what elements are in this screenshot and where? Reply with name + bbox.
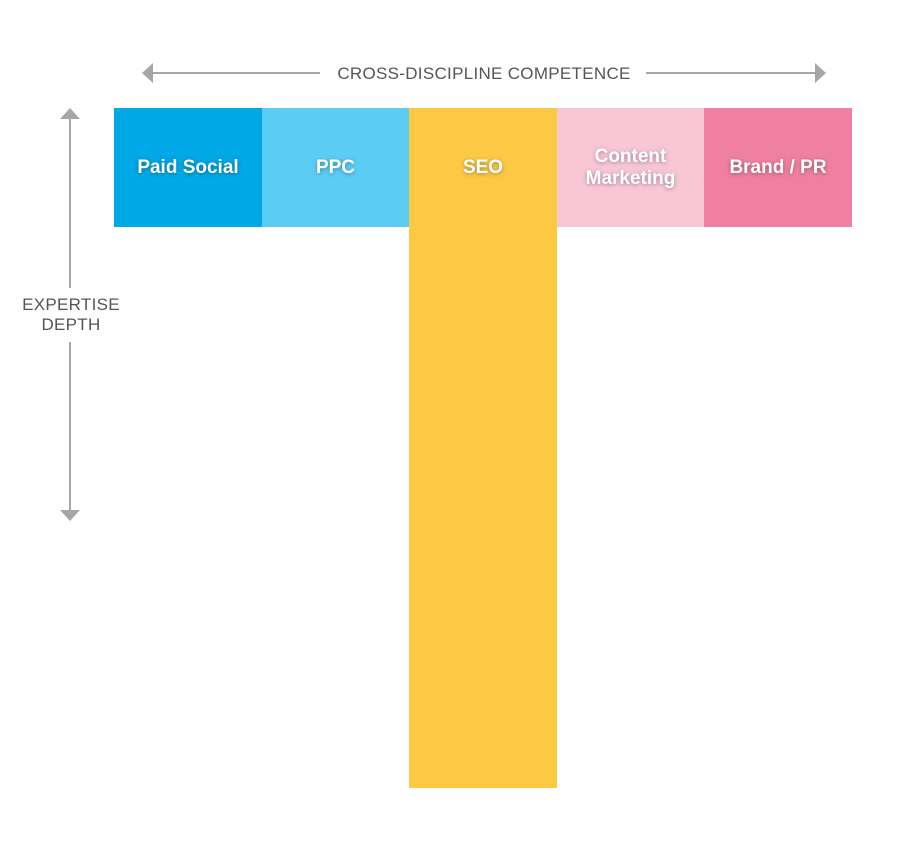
arrow-left-head bbox=[142, 63, 153, 83]
expertise-depth-label-line1: EXPERTISE bbox=[22, 295, 120, 314]
label-brand-pr: Brand / PR bbox=[729, 156, 827, 178]
expertise-depth-label: EXPERTISE DEPTH bbox=[16, 295, 126, 335]
arrow-right-head bbox=[815, 63, 826, 83]
arrow-down-head bbox=[60, 510, 80, 521]
block-content-marketing bbox=[557, 108, 704, 227]
block-ppc bbox=[262, 108, 409, 227]
expertise-depth-label-line2: DEPTH bbox=[41, 315, 101, 334]
horizontal-arrow bbox=[142, 63, 826, 83]
block-brand-pr bbox=[704, 108, 852, 227]
cross-discipline-label: CROSS-DISCIPLINE COMPETENCE bbox=[322, 64, 646, 84]
block-seo bbox=[409, 108, 557, 788]
label-ppc: PPC bbox=[315, 156, 356, 178]
label-paid-social: Paid Social bbox=[137, 156, 239, 178]
label-seo: SEO bbox=[462, 156, 504, 178]
vertical-arrow bbox=[60, 108, 80, 521]
arrow-up-head bbox=[60, 108, 80, 119]
block-paid-social bbox=[114, 108, 262, 227]
label-content-marketing: Content Marketing bbox=[585, 145, 676, 189]
